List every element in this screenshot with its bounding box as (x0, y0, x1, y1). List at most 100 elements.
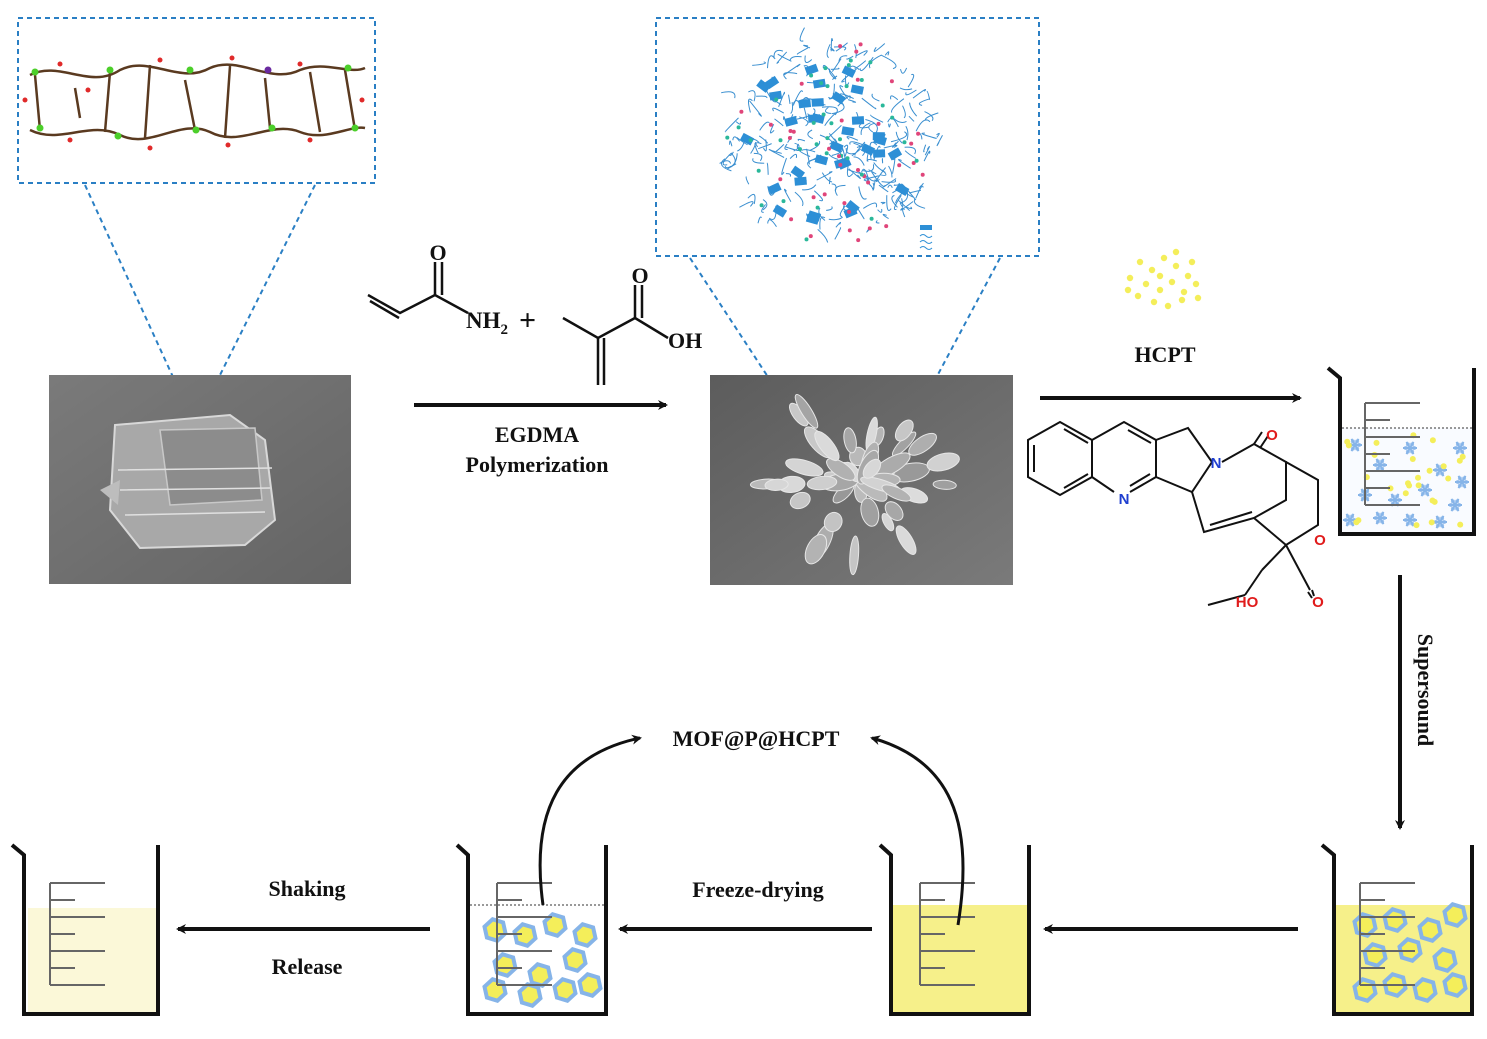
sem-petal (881, 512, 895, 532)
free-drug-dot (1415, 482, 1422, 489)
polymer-strand (753, 152, 763, 162)
free-drug-dot (1413, 522, 1420, 529)
monomer-unit (788, 129, 793, 133)
crosslinker-block (805, 213, 820, 225)
polymer-strand (789, 153, 798, 159)
monomer-unit (825, 136, 830, 141)
monomer-unit (838, 44, 843, 49)
polymer-strand (846, 165, 854, 177)
polymer-strand (838, 55, 848, 63)
monomer-unit (847, 209, 851, 214)
polymer-strand (774, 118, 784, 127)
monomer-unit (909, 141, 914, 146)
zoom-line-mid-b (934, 257, 1001, 381)
polymer-strand (897, 199, 911, 212)
polymer-strand (739, 201, 754, 208)
label-egdma: EGDMA (495, 422, 579, 447)
polymer-strand (880, 201, 886, 205)
hcpt-o-ring: O (1314, 532, 1326, 549)
polymer-strand (936, 132, 940, 138)
polymer-strand (907, 73, 915, 88)
polymer-strand (891, 98, 905, 113)
crosslinker-block (769, 90, 783, 101)
polymer-strand (923, 144, 927, 153)
polymer-strand (859, 56, 874, 72)
crosslinker-block (811, 98, 824, 107)
monomer-unit (897, 163, 902, 168)
polymer-strand (819, 216, 826, 230)
crosslinker-block (784, 115, 798, 127)
crosslinker-block (860, 143, 876, 156)
plus-sign: + (519, 304, 536, 337)
polymer-strand (747, 98, 753, 113)
monomer-unit (848, 58, 853, 63)
monomer-unit (736, 125, 741, 130)
polymer-strand (869, 141, 878, 160)
methacrylic-acid-structure (562, 285, 669, 385)
hcpt-dot (1126, 274, 1134, 282)
sem-petal (814, 430, 840, 462)
polymer-strand (752, 61, 766, 66)
curved-arrow-right (870, 735, 965, 926)
polymer-strand (819, 134, 833, 145)
amide-group: NH2 (466, 308, 508, 338)
monomer-unit (847, 228, 852, 233)
sem-petal (764, 478, 789, 491)
loaded-particle (572, 922, 598, 948)
polymer-strand (904, 150, 917, 159)
polymer-strand (834, 184, 846, 196)
monomer-unit (866, 180, 871, 185)
polymer-strand (728, 151, 734, 156)
polymer-strand (816, 171, 833, 181)
loaded-particle (517, 982, 543, 1008)
polymer-strand (826, 206, 833, 211)
sem-petal (794, 393, 819, 429)
crosslinker-block (851, 116, 865, 125)
polymer-strand (895, 131, 903, 144)
hcpt-dot (1160, 254, 1168, 262)
crosslinker-block (739, 132, 755, 146)
polymer-strand (868, 169, 877, 175)
label-hcpt: HCPT (1134, 342, 1195, 367)
sem-petal (849, 535, 860, 576)
crosslinker-block (887, 147, 903, 161)
monomer-unit (838, 162, 843, 167)
sem-petal (884, 501, 904, 521)
polymer-strand (918, 182, 924, 189)
polymer-strand (839, 85, 849, 99)
polymer-strand (899, 198, 904, 207)
crosslinker-block (767, 182, 782, 195)
polymer-strand (878, 184, 889, 193)
polymer-strand (881, 179, 897, 183)
monomer-unit (725, 135, 730, 140)
acid-group: OH (668, 328, 702, 353)
polymer-network-inset (655, 17, 1040, 257)
crosslinker-block (872, 149, 886, 158)
polymer-strand (750, 142, 757, 154)
sem-petal (926, 452, 960, 472)
monomer-unit (859, 172, 864, 177)
polymer-strand (793, 142, 800, 152)
polymer-strand (905, 89, 917, 96)
monomer-unit (889, 79, 894, 84)
polymer-strand (803, 44, 811, 49)
free-drug-dot (1457, 521, 1464, 528)
hcpt-dot (1180, 288, 1188, 296)
polymer-strand (783, 72, 798, 80)
acrylamide-oxygen: O (429, 240, 446, 265)
polymer-strand (830, 38, 834, 52)
polymer-strand (872, 178, 876, 191)
polymer-strand (752, 158, 765, 164)
polymer-strand (826, 44, 831, 59)
polymer-strand (849, 141, 864, 146)
crosslinker-block (794, 176, 807, 186)
polymer-strand (735, 121, 741, 125)
hcpt-dot (1136, 258, 1144, 266)
polymer-strand (767, 219, 777, 227)
free-drug-dot (1402, 490, 1409, 497)
free-drug-dot (1406, 482, 1413, 489)
hcpt-n-pyridine: N (1119, 491, 1130, 508)
free-drug-dot (1428, 519, 1435, 526)
polymer-strand (756, 95, 768, 99)
polymer-strand (772, 107, 785, 114)
